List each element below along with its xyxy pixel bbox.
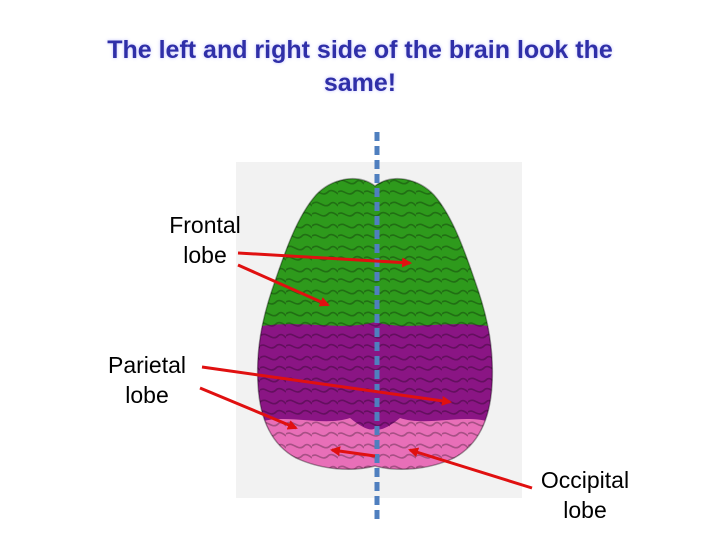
title-line-1: The left and right side of the brain loo… (107, 36, 613, 64)
occipital-label-line-2: lobe (563, 497, 607, 523)
title-line-2: same! (323, 69, 397, 97)
diagram-title: The left and right side of the brain loo… (40, 34, 680, 100)
arrow-occipital-right (408, 447, 533, 490)
arrow-parietal-left (199, 386, 298, 430)
brain-outline (256, 178, 494, 470)
parietal-label-line-2: lobe (125, 382, 169, 408)
frontal-label-line-2: lobe (183, 242, 227, 268)
parietal-label-line-1: Parietal (108, 352, 186, 378)
occipital-label-line-1: Occipital (540, 467, 630, 493)
occipital-lobe-label: Occipital lobe (525, 465, 645, 525)
parietal-lobe-label: Parietal lobe (92, 350, 202, 410)
arrow-occipital-left (330, 446, 376, 458)
arrow-frontal-right (237, 251, 412, 268)
frontal-label-line-1: Frontal (169, 212, 241, 238)
frontal-lobe-label: Frontal lobe (150, 210, 260, 270)
arrow-frontal-left (237, 263, 330, 307)
arrow-parietal-right (201, 365, 452, 406)
